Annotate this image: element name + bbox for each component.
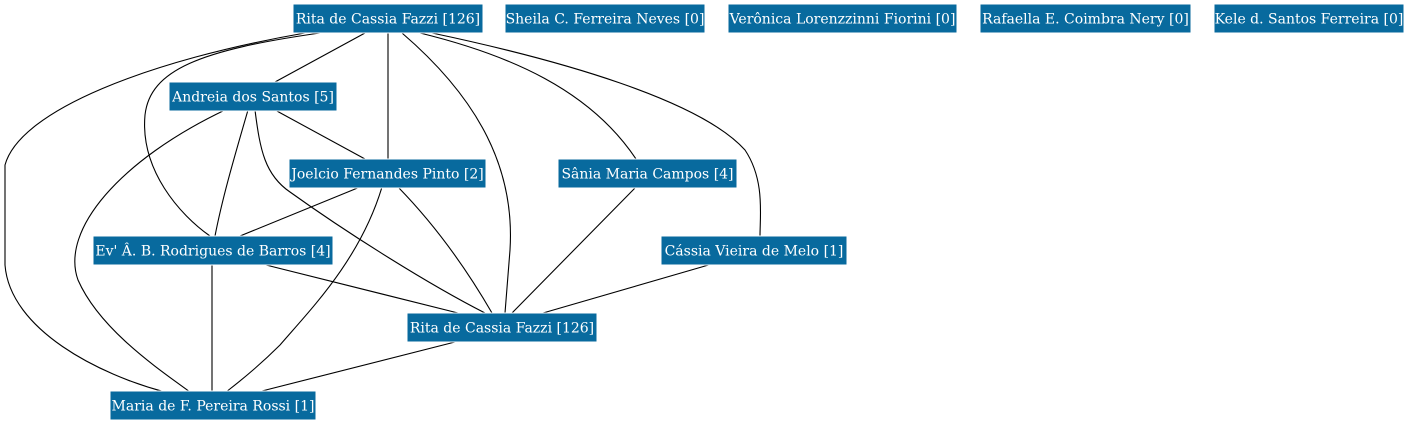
node-box — [168, 81, 338, 112]
node-box — [292, 3, 484, 34]
node-n8[interactable]: Ev' Â. B. Rodrigues de Barros [4] — [92, 235, 334, 266]
node-n11[interactable]: Maria de F. Pereira Rossi [1] — [109, 390, 317, 421]
node-label: Ev' Â. B. Rodrigues de Barros [4] — [95, 242, 330, 260]
node-box — [92, 235, 334, 266]
edge-n5-n8 — [214, 109, 249, 237]
edge-n6-n10 — [397, 186, 493, 314]
edge-n6-n11 — [225, 186, 383, 393]
node-box — [109, 390, 317, 421]
edge-n0-n11 — [4, 32, 306, 393]
nodes: Rita de Cassia Fazzi [126] Sheila C. Ferr… — [92, 3, 1405, 421]
node-n1[interactable]: Sheila C. Ferreira Neves [0] — [504, 3, 706, 34]
node-box — [406, 312, 598, 343]
node-box — [1213, 3, 1405, 34]
edge-n5-n6 — [274, 109, 366, 160]
node-box — [288, 158, 487, 189]
node-label: Joelcio Fernandes Pinto [2] — [289, 167, 483, 183]
edge-n5-n10 — [254, 109, 486, 314]
edge-n8-n10 — [261, 263, 459, 314]
node-n4[interactable]: Kele d. Santos Ferreira [0] — [1213, 3, 1405, 34]
node-label: Verônica Lorenzzinni Fiorini [0] — [729, 12, 956, 28]
edge-n0-n8 — [144, 32, 321, 237]
node-box — [979, 3, 1192, 34]
node-label: Rita de Cassia Fazzi [126] — [296, 12, 480, 28]
node-n3[interactable]: Rafaella E. Coimbra Nery [0] — [979, 3, 1192, 34]
node-label: Rita de Cassia Fazzi [126] — [410, 321, 594, 337]
node-n6[interactable]: Joelcio Fernandes Pinto [2] — [288, 158, 487, 189]
edge-n0-n7 — [419, 32, 637, 160]
edge-n0-n10 — [401, 32, 512, 314]
edge-n9-n10 — [542, 263, 713, 314]
node-box — [557, 158, 738, 189]
node-n9[interactable]: Cássia Vieira de Melo [1] — [660, 235, 848, 266]
node-n5[interactable]: Andreia dos Santos [5] — [168, 81, 338, 112]
edge-n6-n8 — [239, 186, 361, 237]
node-n0[interactable]: Rita de Cassia Fazzi [126] — [292, 3, 484, 34]
edges — [4, 32, 762, 393]
node-label: Kele d. Santos Ferreira [0] — [1215, 12, 1404, 28]
node-label: Sheila C. Ferreira Neves [0] — [506, 12, 705, 28]
node-box — [727, 3, 958, 34]
node-box — [504, 3, 706, 34]
edge-n5-n11 — [74, 109, 226, 393]
node-n7[interactable]: Sânia Maria Campos [4] — [557, 158, 738, 189]
edge-n0-n9 — [431, 32, 762, 237]
node-label: Maria de F. Pereira Rossi [1] — [112, 399, 315, 415]
node-box — [660, 235, 848, 266]
node-label: Rafaella E. Coimbra Nery [0] — [982, 12, 1189, 28]
edge-n7-n10 — [511, 186, 637, 314]
node-label: Cássia Vieira de Melo [1] — [665, 244, 844, 260]
node-n10[interactable]: Rita de Cassia Fazzi [126] — [406, 312, 598, 343]
edge-n10-n11 — [257, 341, 456, 393]
node-n2[interactable]: Verônica Lorenzzinni Fiorini [0] — [727, 3, 958, 34]
edge-n0-n5 — [274, 32, 366, 83]
node-label: Andreia dos Santos [5] — [171, 90, 334, 106]
node-label: Sânia Maria Campos [4] — [561, 167, 733, 183]
